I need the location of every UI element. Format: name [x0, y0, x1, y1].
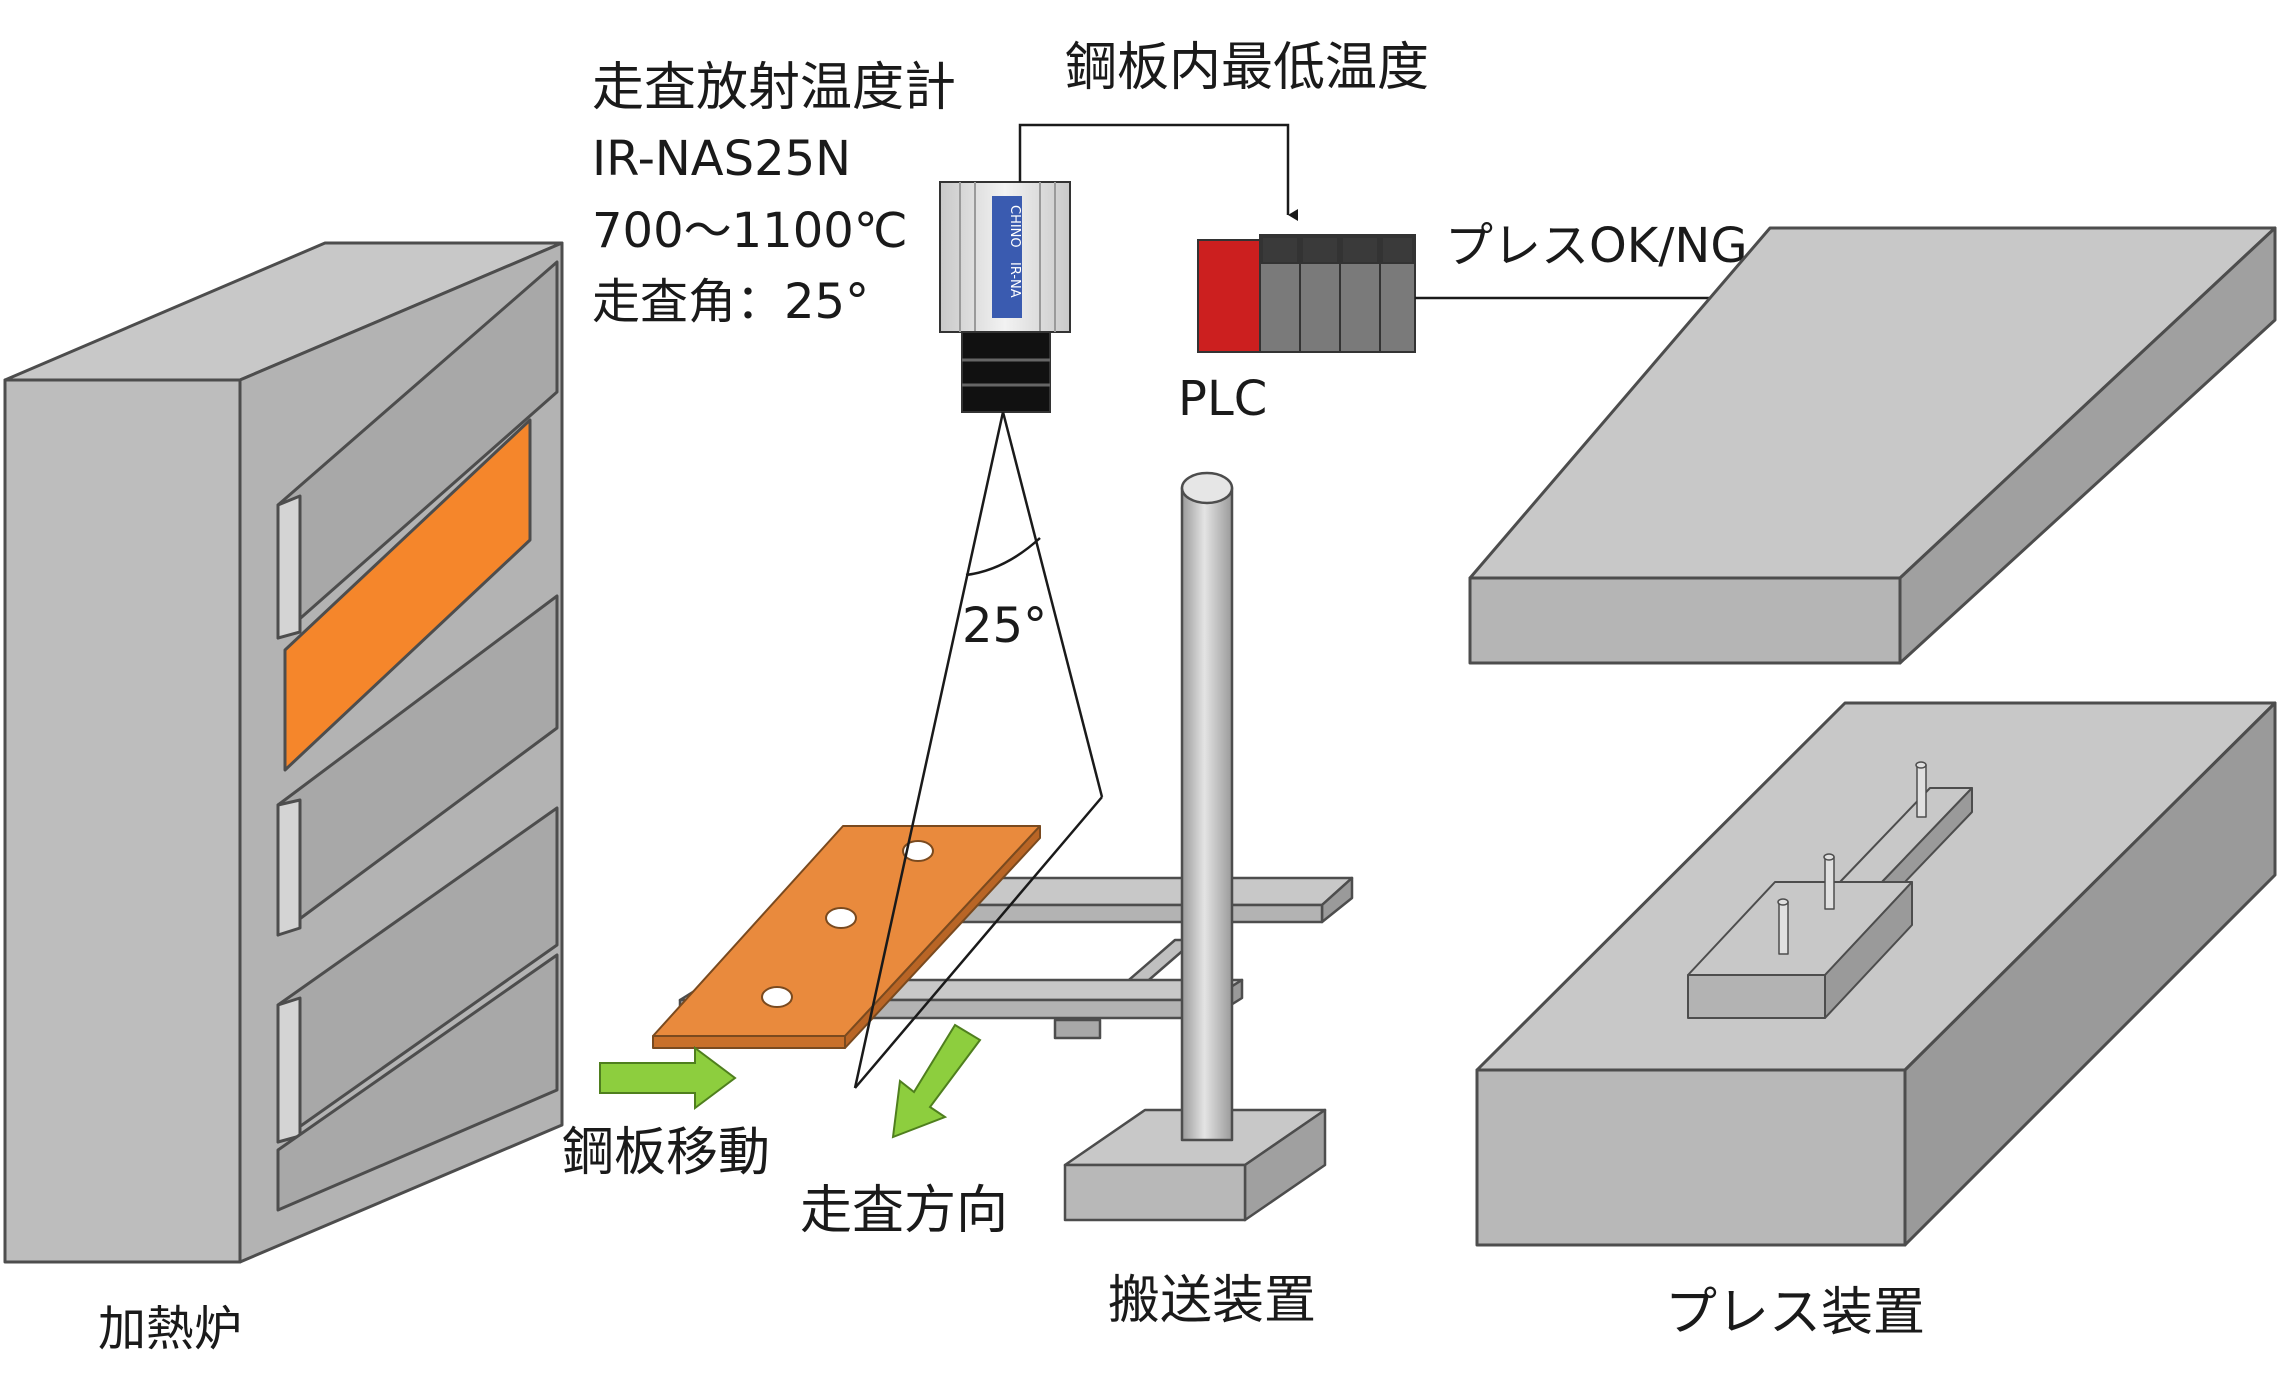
press-machine: [1468, 226, 2277, 1247]
press-lower-die: [1475, 1068, 1907, 1247]
sheet-hole-3: [761, 986, 793, 1008]
pyrometer-scan-angle-label: 走査角：25°: [592, 274, 869, 330]
sheet-move-label: 鋼板移動: [562, 1123, 770, 1183]
pyrometer-brand-model: IR-NA: [1007, 262, 1022, 298]
sheet-hole-2: [825, 907, 857, 929]
press-label: プレス装置: [1665, 1283, 1925, 1343]
conveyor-arm-upper: [928, 903, 1324, 924]
cone-angle-label: 25°: [962, 598, 1047, 654]
press-workpiece: [1687, 974, 1826, 1019]
pyrometer-range-label: 700～1100℃: [592, 203, 908, 259]
plc-label: PLC: [1178, 371, 1267, 427]
press-pin-3: [1778, 901, 1789, 955]
plc-power-module: [1197, 239, 1261, 353]
furnace-front-face: [3, 378, 242, 1264]
pyrometer-brand: CHINO: [1007, 205, 1022, 248]
steel-sheet: [652, 825, 1041, 1049]
press-upper-die: [1468, 576, 1902, 665]
press-signal-label: プレスOK/NG: [1445, 218, 1748, 274]
pyrometer-name-label: 走査放射温度計: [592, 58, 956, 118]
scan-direction-arrow: [891, 1023, 982, 1139]
conveyor-label: 搬送装置: [1108, 1271, 1316, 1331]
conveyor-column: [1180, 486, 1234, 1142]
scan-direction-label: 走査方向: [800, 1181, 1008, 1241]
min-temp-signal-line: [1018, 123, 1298, 221]
press-pin-2: [1824, 856, 1835, 910]
plc-unit: [1197, 234, 1416, 353]
furnace-label: 加熱炉: [98, 1301, 242, 1357]
cone-angle-arc: [965, 537, 1041, 577]
press-pin-1: [1916, 764, 1927, 818]
furnace-opening: [283, 418, 532, 772]
pyrometer-badge: [992, 196, 1022, 318]
scanning-pyrometer: [939, 181, 1071, 413]
sheet-hole-1: [902, 840, 934, 862]
heating-furnace: [3, 241, 564, 1264]
min-temp-signal-label: 鋼板内最低温度: [1065, 38, 1429, 98]
furnace-door-4: [276, 953, 559, 1212]
conveyor-base: [1063, 1163, 1247, 1222]
pyrometer-model-label: IR-NAS25N: [592, 131, 851, 187]
pyrometer-lens: [961, 331, 1051, 413]
scan-cone: [853, 411, 1104, 1089]
sheet-move-arrow: [599, 1046, 737, 1110]
